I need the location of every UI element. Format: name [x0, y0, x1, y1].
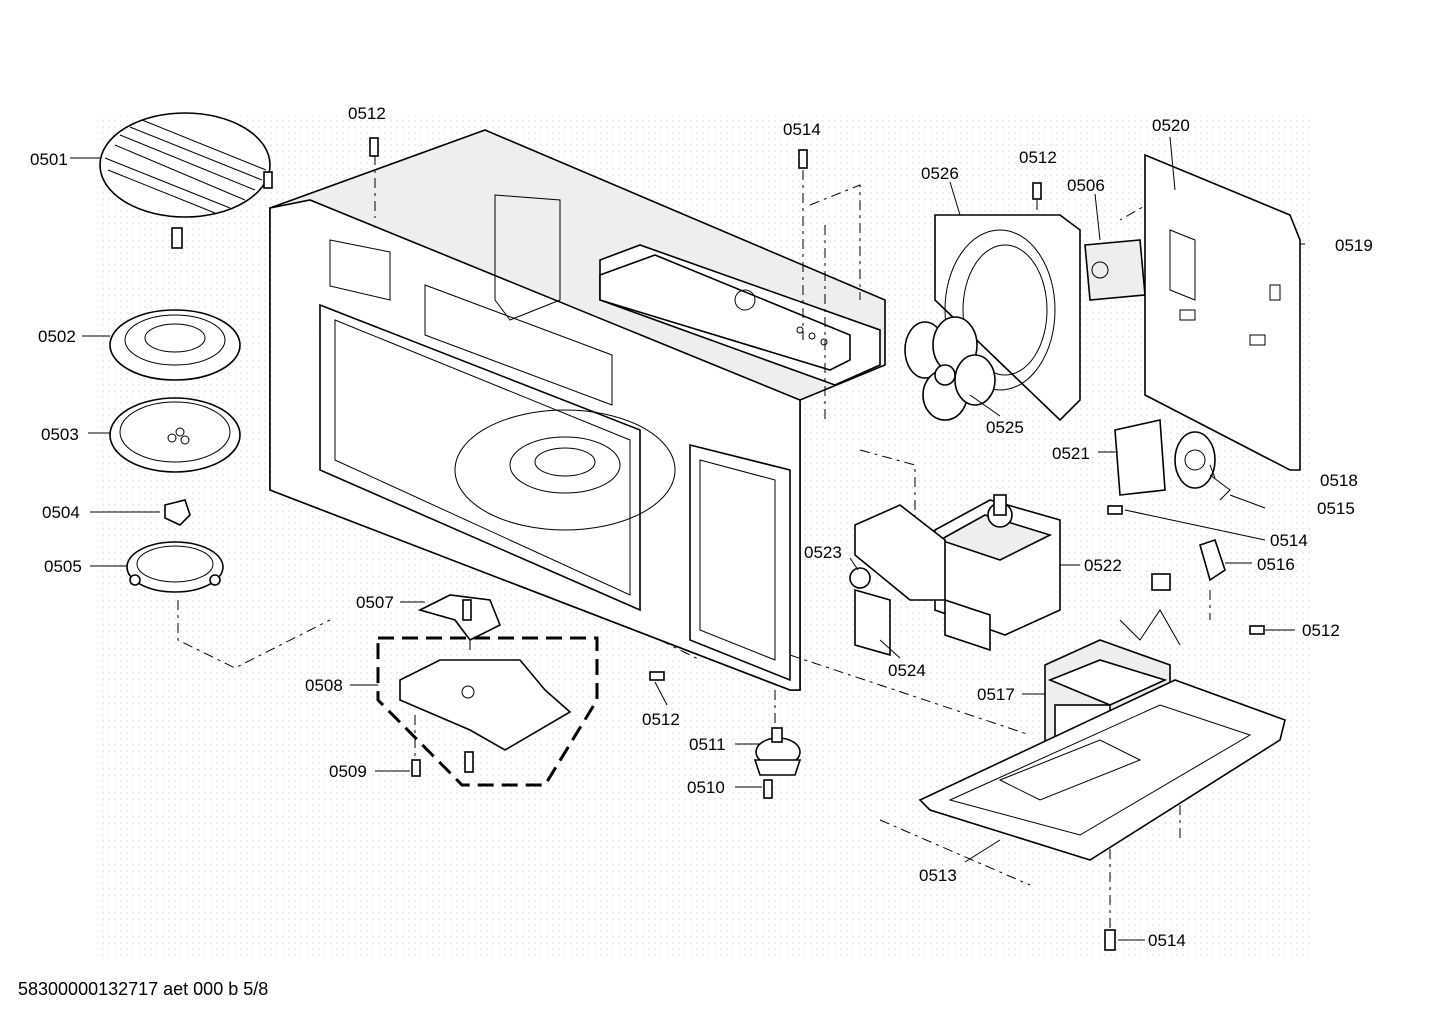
cable-clip: [1199, 538, 1226, 582]
label-0503: 0503: [41, 425, 79, 444]
fuse-holder: [1114, 419, 1231, 501]
label-0512-right: 0512: [1302, 621, 1340, 640]
fan-shroud: [934, 214, 1081, 422]
label-0514-bottom: 0514: [1148, 931, 1186, 950]
label-0519: 0519: [1335, 236, 1373, 255]
label-0504: 0504: [42, 503, 80, 522]
document-footer-code: 58300000132717 aet 000 b 5/8: [18, 979, 269, 999]
label-0516: 0516: [1257, 555, 1295, 574]
turntable-plate: [109, 397, 241, 473]
label-0518: 0518: [1320, 471, 1358, 490]
label-0525: 0525: [986, 418, 1024, 437]
label-0512-top: 0512: [348, 104, 386, 123]
label-0501: 0501: [30, 150, 68, 169]
label-0506: 0506: [1067, 176, 1105, 195]
label-0522: 0522: [1084, 556, 1122, 575]
label-0509: 0509: [329, 762, 367, 781]
part-labels: 0501 0502 0503 0504 0505 0507 0508 0509 …: [30, 104, 1373, 950]
label-0524: 0524: [888, 661, 926, 680]
label-0513: 0513: [919, 866, 957, 885]
label-0508: 0508: [305, 676, 343, 695]
label-0523: 0523: [804, 543, 842, 562]
control-board: [599, 244, 881, 386]
label-0511: 0511: [689, 735, 726, 754]
fan-motor: [1084, 239, 1146, 301]
label-0505: 0505: [44, 557, 82, 576]
magnetron: [934, 494, 1061, 652]
stirrer-blade: [417, 594, 502, 642]
turntable-motor: [753, 727, 802, 776]
label-0514-top: 0514: [783, 120, 821, 139]
glass-turntable-plate: [109, 309, 241, 381]
leader-lines: [70, 136, 1305, 941]
label-0512-fan: 0512: [1019, 148, 1057, 167]
stirrer-cover: [376, 636, 599, 787]
label-0526: 0526: [921, 164, 959, 183]
base-plate: [918, 679, 1286, 861]
label-0507: 0507: [356, 593, 394, 612]
label-0512-mid: 0512: [642, 710, 680, 729]
label-0517: 0517: [977, 685, 1015, 704]
label-0515: 0515: [1317, 499, 1355, 518]
grill-rack: [99, 112, 273, 249]
roller-ring: [126, 541, 224, 593]
screws: [369, 137, 1265, 951]
label-0514-mid: 0514: [1270, 531, 1308, 550]
label-0510: 0510: [687, 778, 725, 797]
oven-cavity: [269, 129, 886, 691]
fan-blade: [904, 316, 996, 421]
magnetron-bracket: [849, 504, 946, 657]
label-0502: 0502: [38, 327, 76, 346]
rear-panel: [1144, 153, 1301, 471]
label-0521: 0521: [1052, 444, 1090, 463]
coupler: [164, 499, 191, 526]
label-0520: 0520: [1152, 116, 1190, 135]
